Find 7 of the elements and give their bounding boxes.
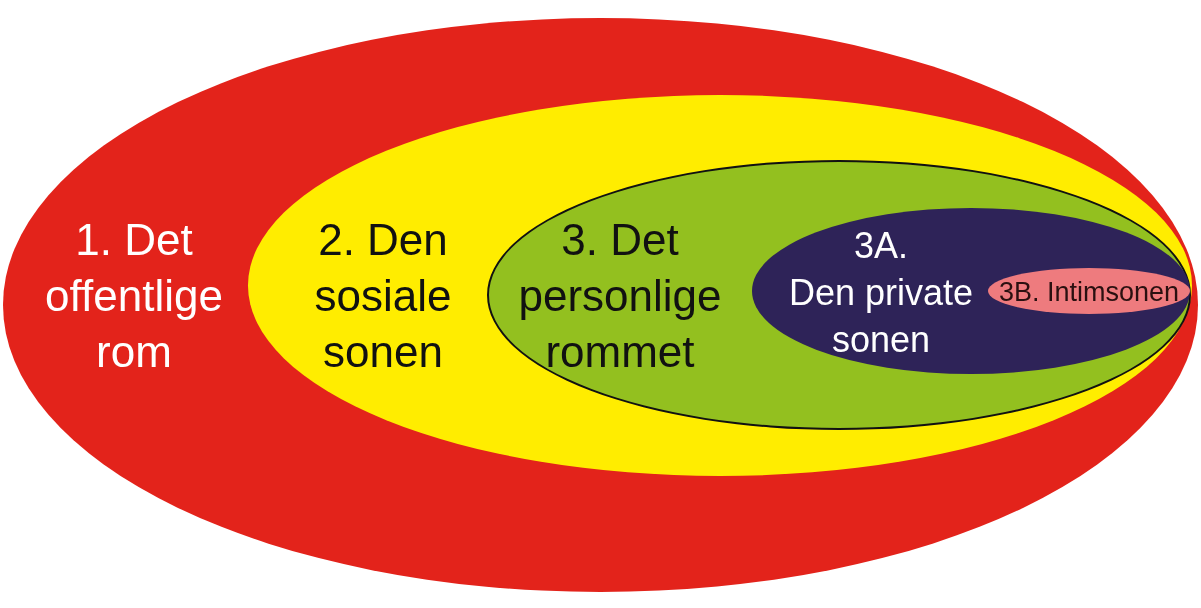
zone-label: Den private sonen bbox=[787, 271, 975, 362]
zone-label: 3A. bbox=[852, 223, 909, 268]
zone-label: 3. Det personlige rommet bbox=[517, 214, 723, 378]
ellipse-zone bbox=[988, 268, 1190, 314]
zone-label: 1. Det offentlige rom bbox=[44, 214, 224, 378]
zone-label: 2. Den sosiale sonen bbox=[313, 214, 453, 378]
zone-label: 3B. Intimsonen bbox=[997, 276, 1181, 308]
